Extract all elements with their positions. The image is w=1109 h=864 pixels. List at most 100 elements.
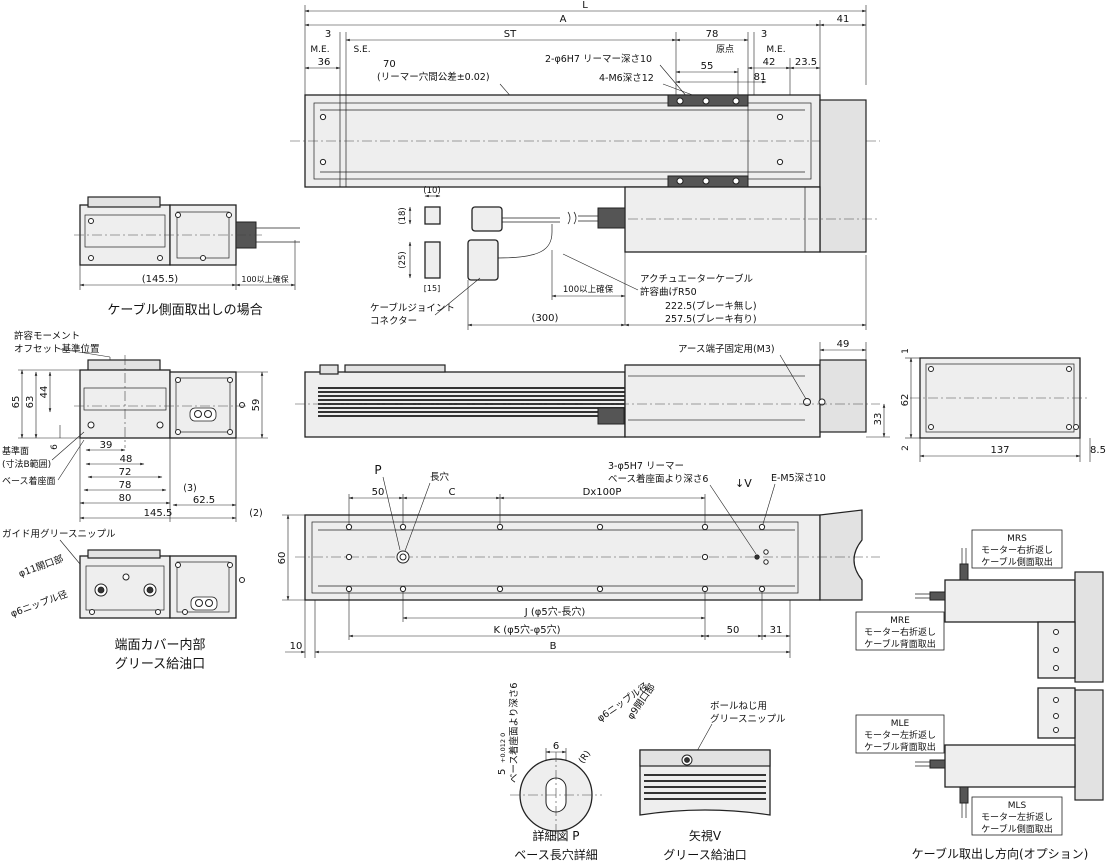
dim-31: 31 — [770, 625, 783, 636]
dim-motor-62: 62 — [900, 394, 911, 407]
label-P: P — [374, 463, 381, 477]
label-me-right: M.E. — [766, 45, 785, 55]
dim-81: 81 — [754, 72, 767, 83]
grease-inlet-view: ガイド用グリースニップル φ11開口部 φ6ニップル径 端面カバー内部 グリース… — [2, 528, 245, 672]
cable-connector-label: コネクター — [370, 316, 417, 327]
dim-C: C — [449, 487, 456, 498]
bottom-view: P 長穴 50 C Dx100P 3-φ5H7 リーマー ベース着座面より深さ6… — [277, 461, 880, 658]
side-view: アース端子固定用(M3) 49 33 — [295, 339, 890, 438]
dim-Dx100P: Dx100P — [583, 487, 622, 498]
dim-K: K (φ5穴-φ5穴) — [493, 623, 560, 636]
dim-3-right: 3 — [761, 29, 767, 40]
option-mls-line1: モーター左折返し — [981, 811, 1053, 823]
option-mle-code: MLE — [891, 719, 910, 729]
option-mre-code: MRE — [890, 616, 910, 626]
ball-screw-nipple-label: グリースニップル — [710, 713, 786, 725]
dim-48: 48 — [120, 454, 133, 465]
dim-70: 70 — [383, 59, 396, 70]
base-seat-label: ベース着座面 — [2, 475, 56, 487]
em5-callout: E-M5深さ10 — [771, 473, 826, 484]
caption-base-slot: ベース長穴詳細 — [514, 847, 597, 862]
motor-end-view: 1 62 2 137 8.5 — [900, 348, 1106, 462]
end-view: 許容モーメント オフセット基準位置 65 63 44 59 — [2, 330, 268, 522]
guide-nipple-label: ガイド用グリースニップル — [2, 528, 116, 540]
dim-side-145-5: (145.5) — [142, 274, 179, 285]
dim-78: 78 — [706, 29, 719, 40]
caption-grease-inlet: グリース給油口 — [115, 657, 205, 672]
m6-callout: 4-M6深さ12 — [599, 73, 654, 84]
dim-49: 49 — [837, 339, 850, 350]
option-mrs-line2: ケーブル側面取出 — [981, 556, 1052, 568]
dim-65: 65 — [11, 396, 22, 409]
actuator-cable-label: アクチュエーターケーブル — [640, 273, 753, 285]
view-v: ボールねじ用 グリースニップル φ9開口部 φ6ニップル径 矢視V グリース給油… — [595, 680, 786, 862]
dim-62-5: 62.5 — [193, 495, 215, 506]
caption-end-cover: 端面カバー内部 — [114, 637, 205, 653]
dim-bottom-50: 50 — [372, 487, 385, 498]
dim-cable-25: (25) — [398, 251, 408, 268]
dim-L: L — [582, 0, 588, 11]
option-mre-line1: モーター右折返し — [864, 626, 936, 638]
caption-cable-exit-options: ケーブル取出し方向(オプション) — [912, 846, 1089, 861]
dim-55: 55 — [701, 61, 714, 72]
dim-bottom-50b: 50 — [727, 625, 740, 636]
detail-depth-5: 5 — [497, 769, 508, 775]
detail-dim-6: 6 — [553, 741, 559, 752]
dim-78: 78 — [119, 480, 132, 491]
detail-tolerance: +0.012 0 — [499, 733, 507, 763]
reamer3-depth-label: ベース着座面より深さ6 — [608, 473, 708, 485]
dim-6: 6 — [50, 444, 60, 450]
view-v-bellows — [644, 774, 766, 800]
dim-63: 63 — [25, 396, 36, 409]
option-mle-line1: モーター左折返し — [864, 729, 936, 741]
caption-detail-p: 詳細図 P — [532, 828, 579, 843]
cable-side-exit-view: (145.5) 100以上確保 ケーブル側面取出しの場合 — [74, 196, 300, 318]
label-me-left: M.E. — [310, 45, 329, 55]
option-mle-line2: ケーブル背面取出 — [864, 741, 935, 753]
view-V-arrow: ↓V — [735, 477, 752, 490]
dim-cable-10: (10) — [423, 186, 440, 196]
label-origin: 原点 — [716, 44, 734, 55]
dim-motor-2: 2 — [901, 445, 911, 451]
dim-side-100: 100以上確保 — [241, 274, 288, 284]
dim-cable-100: 100以上確保 — [563, 284, 614, 295]
dim-motor-1: 1 — [901, 348, 911, 354]
option-mrs-code: MRS — [1007, 534, 1027, 544]
dim-42: 42 — [763, 57, 776, 68]
dim-A: A — [560, 14, 567, 25]
caption-view-v-grease: グリース給油口 — [663, 848, 746, 862]
detail-p-view: 5 +0.012 0 ベース着座面より深さ6 6 (R) 詳細図 P ベース長穴… — [497, 683, 602, 862]
dim-motor-137: 137 — [990, 445, 1009, 456]
dim-3-left: 3 — [325, 29, 331, 40]
moment-label-1: 許容モーメント — [14, 330, 80, 342]
reamer-hole-callout: 2-φ6H7 リーマー深さ10 — [545, 54, 652, 65]
cable-exit-options: MRS モーター右折返し ケーブル側面取出 MRE モーター右折返し ケーブル背… — [855, 529, 1104, 861]
brake-none-dim: 222.5(ブレーキ無し) — [665, 300, 757, 312]
kijun-label: 基準面 — [2, 445, 29, 457]
dim-44: 44 — [39, 386, 50, 399]
dim-ST: ST — [504, 29, 517, 40]
dim-cable-300: (300) — [532, 313, 559, 324]
top-view: L A 41 3 ST 78 3 M.E. S.E. 原点 M.E. 36 55… — [290, 0, 880, 253]
option-mrs-line1: モーター右折返し — [981, 544, 1053, 556]
dim-bottom-60: 60 — [277, 552, 288, 565]
label-se: S.E. — [353, 45, 370, 55]
ball-screw-label: ボールねじ用 — [710, 701, 767, 712]
motor-stripes — [628, 375, 805, 421]
dim-80: 80 — [119, 493, 132, 504]
dim-2-gap: (2) — [249, 508, 262, 519]
earth-terminal-label: アース端子固定用(M3) — [678, 343, 775, 355]
dim-33: 33 — [873, 413, 884, 426]
detail-depth-label: ベース着座面より深さ6 — [508, 683, 520, 783]
cable-section: (10) (18) (25) [15] 100以上確保 アクチュエーターケーブル… — [370, 186, 867, 330]
caption-view-v: 矢視V — [689, 828, 722, 843]
dim-B: B — [550, 641, 557, 652]
dim-145-5: 145.5 — [144, 508, 173, 519]
reamer3-label: 3-φ5H7 リーマー — [608, 461, 684, 472]
dim-bottom-10: 10 — [290, 641, 303, 652]
opening-11-label: φ11開口部 — [17, 553, 65, 580]
detail-R: (R) — [577, 749, 593, 766]
dim-36: 36 — [318, 57, 331, 68]
dim-59: 59 — [251, 399, 262, 412]
